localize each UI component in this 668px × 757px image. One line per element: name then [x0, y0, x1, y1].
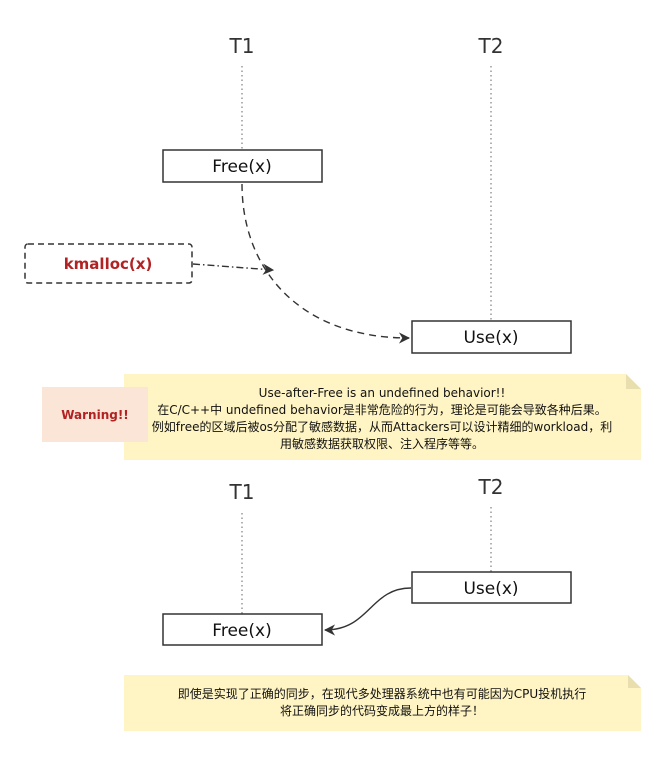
- bottom-note: 即使是实现了正确的同步，在现代多处理器系统中也有可能因为CPU投机执行 将正确同…: [124, 675, 641, 731]
- free-box: [162, 149, 323, 183]
- bottom-note-fold: [628, 675, 641, 688]
- warning-note-fold: [626, 374, 641, 389]
- warning-note-body: [124, 374, 641, 460]
- warning-note: Warning!! Use-after-Free is an undefined…: [42, 374, 641, 460]
- thread-2-label: T2: [478, 34, 504, 58]
- warning-badge-label: Warning!!: [61, 408, 129, 422]
- kmalloc-dashdot-arrow: [192, 263, 275, 275]
- use-box: [411, 320, 572, 354]
- warning-line-3: 例如free的区域后被os分配了敏感数据，从而Attackers可以设计精细的w…: [152, 419, 612, 434]
- warning-line-4: 用敏感数据获取权限、注入程序等等。: [280, 436, 484, 451]
- kmalloc-box: [24, 243, 193, 284]
- use-to-free-arrow: [323, 587, 412, 636]
- kmalloc-box-label: kmalloc(x): [64, 255, 153, 273]
- bottom-note-line-2: 将正确同步的代码变成最上方的样子！: [280, 703, 484, 718]
- warning-line-2: 在C/C++中 undefined behavior是非常危险的行为，理论是可能…: [157, 402, 607, 417]
- free-box-label: Free(x): [212, 157, 271, 177]
- thread-1-label: T1: [229, 34, 255, 58]
- use-box-2: [411, 571, 572, 604]
- free-box-2-label: Free(x): [212, 621, 271, 641]
- use-box-label: Use(x): [463, 328, 518, 348]
- bottom-note-body: [124, 675, 641, 731]
- free-box-2: [162, 613, 323, 646]
- use-box-2-label: Use(x): [463, 579, 518, 599]
- thread-2-label-2: T2: [478, 475, 504, 499]
- scenario-2: T1 T2 Use(x) Free(x): [162, 475, 572, 646]
- scenario-1: T1 T2 Free(x) kmalloc(x) Use(x): [24, 34, 572, 354]
- bottom-note-line-1: 即使是实现了正确的同步，在现代多处理器系统中也有可能因为CPU投机执行: [178, 686, 586, 701]
- warning-line-1: Use-after-Free is an undefined behavior!…: [259, 386, 506, 400]
- free-to-use-dashed-arrow: [241, 183, 411, 344]
- thread-1-label-2: T1: [229, 480, 255, 504]
- warning-badge: [42, 387, 148, 442]
